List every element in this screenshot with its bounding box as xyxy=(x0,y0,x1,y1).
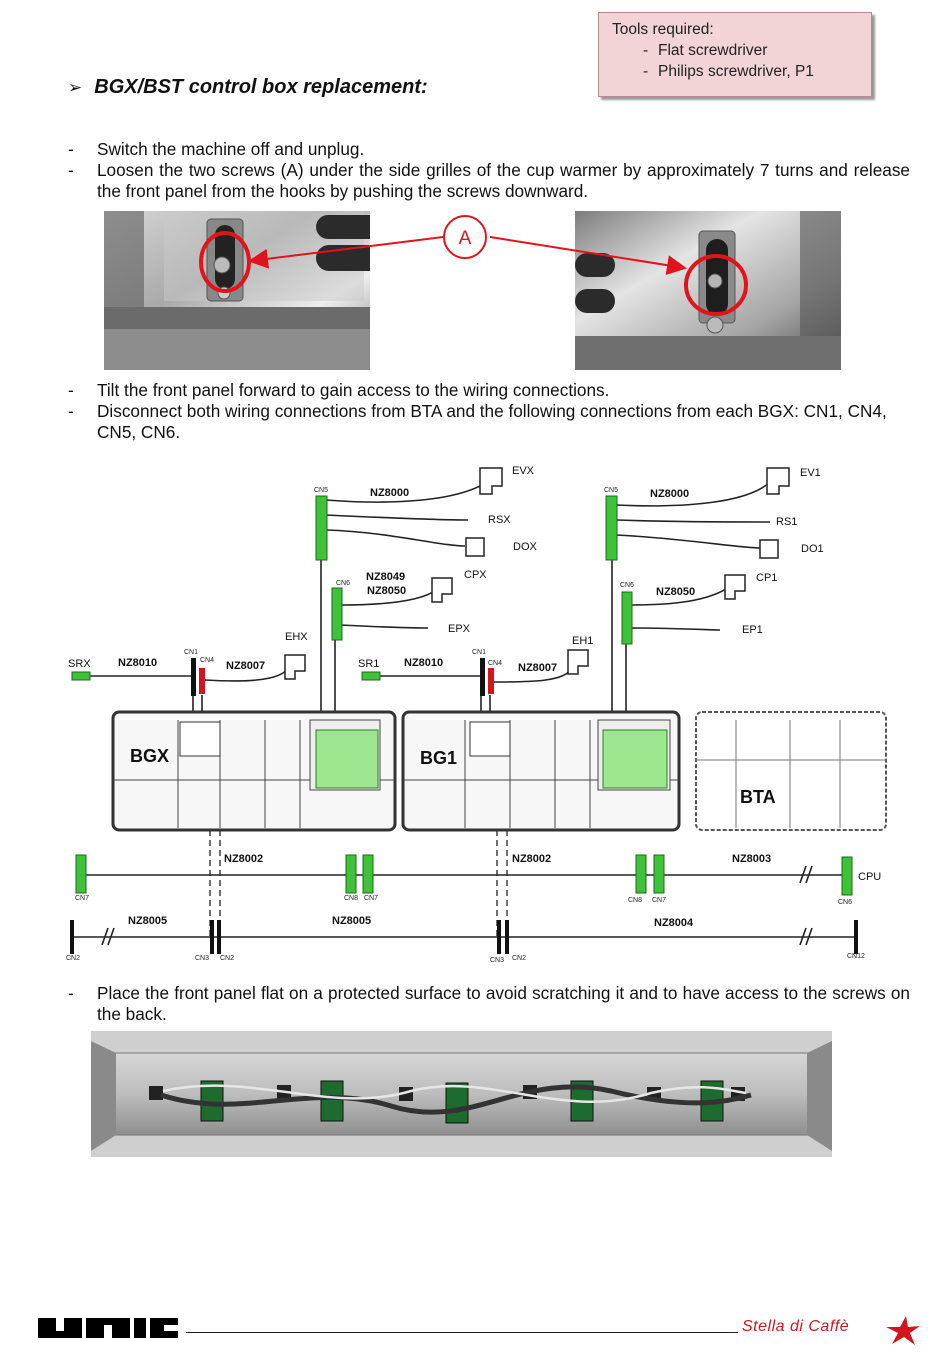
svg-text:CN12: CN12 xyxy=(847,953,865,960)
svg-text:BGX: BGX xyxy=(130,746,169,766)
svg-text:CN7: CN7 xyxy=(364,895,378,902)
section-heading: ➢ BGX/BST control box replacement: xyxy=(68,76,428,99)
steps-group-1: -Switch the machine off and unplug. -Loo… xyxy=(68,139,910,202)
tools-required-box: Tools required: -Flat screwdriver -Phili… xyxy=(598,12,872,97)
svg-text:CN2: CN2 xyxy=(66,955,80,962)
star-icon xyxy=(886,1316,920,1345)
board-bgx: BGX xyxy=(111,710,397,832)
stella-di-caffe-logo: Stella di Caffè xyxy=(742,1318,850,1335)
svg-text:NZ8005: NZ8005 xyxy=(332,915,371,927)
step-item: -Place the front panel flat on a protect… xyxy=(68,983,910,1024)
section-title: BGX/BST control box replacement: xyxy=(94,76,428,98)
svg-text:CPX: CPX xyxy=(464,569,487,581)
svg-text:CN8: CN8 xyxy=(344,895,358,902)
svg-text:CN2: CN2 xyxy=(512,955,526,962)
step-item: -Disconnect both wiring connections from… xyxy=(68,401,887,442)
svg-text:NZ8007: NZ8007 xyxy=(226,660,265,672)
callout-label: A xyxy=(459,228,472,249)
svg-text:CN6: CN6 xyxy=(336,580,350,587)
wiring-diagram: BGX BG1 BTA xyxy=(66,465,887,964)
svg-text:NZ8049: NZ8049 xyxy=(366,571,405,583)
arrow-bullet-icon: ➢ xyxy=(68,77,83,97)
svg-text:CN5: CN5 xyxy=(314,487,328,494)
svg-text:CN7: CN7 xyxy=(652,897,666,904)
svg-text:EP1: EP1 xyxy=(742,624,763,636)
tool-item: -Philips screwdriver, P1 xyxy=(643,62,814,80)
svg-text:SR1: SR1 xyxy=(358,658,379,670)
svg-text:NZ8010: NZ8010 xyxy=(118,657,157,669)
board-bg1: BG1 xyxy=(401,710,681,832)
svg-text:CN2: CN2 xyxy=(220,955,234,962)
step-item: -Loosen the two screws (A) under the sid… xyxy=(68,160,910,201)
svg-text:NZ8007: NZ8007 xyxy=(518,662,557,674)
photo-screw-right xyxy=(575,211,841,370)
svg-text:CN5: CN5 xyxy=(604,487,618,494)
svg-text:CP1: CP1 xyxy=(756,572,777,584)
step-item: -Switch the machine off and unplug. xyxy=(68,139,365,159)
svg-text:CN6: CN6 xyxy=(620,582,634,589)
steps-group-2: -Tilt the front panel forward to gain ac… xyxy=(68,380,910,443)
svg-text:DO1: DO1 xyxy=(801,543,824,555)
svg-text:BTA: BTA xyxy=(740,787,776,807)
svg-text:NZ8010: NZ8010 xyxy=(404,657,443,669)
board-bta: BTA xyxy=(695,711,887,831)
svg-text:NZ8050: NZ8050 xyxy=(367,585,406,597)
svg-text:CN8: CN8 xyxy=(628,897,642,904)
svg-text:NZ8000: NZ8000 xyxy=(650,488,689,500)
svg-text:BG1: BG1 xyxy=(420,748,457,768)
step-item: -Tilt the front panel forward to gain ac… xyxy=(68,380,610,400)
svg-text:NZ8050: NZ8050 xyxy=(656,586,695,598)
svg-text:CN1: CN1 xyxy=(184,649,198,656)
svg-text:CN6: CN6 xyxy=(838,899,852,906)
svg-text:NZ8002: NZ8002 xyxy=(512,853,551,865)
svg-text:SRX: SRX xyxy=(68,658,91,670)
footer-divider xyxy=(186,1332,738,1333)
svg-text:NZ8002: NZ8002 xyxy=(224,853,263,865)
unic-logo xyxy=(38,1318,178,1338)
svg-text:EPX: EPX xyxy=(448,623,471,635)
svg-text:EVX: EVX xyxy=(512,465,535,477)
svg-text:NZ8004: NZ8004 xyxy=(654,917,694,929)
svg-text:NZ8003: NZ8003 xyxy=(732,853,771,865)
svg-text:NZ8000: NZ8000 xyxy=(370,487,409,499)
svg-text:EH1: EH1 xyxy=(572,635,593,647)
svg-text:CN4: CN4 xyxy=(200,657,214,664)
svg-text:CN3: CN3 xyxy=(195,955,209,962)
photo-front-panel-back xyxy=(91,1031,832,1157)
callout-a: A xyxy=(248,215,687,276)
svg-text:CPU: CPU xyxy=(858,871,881,883)
svg-text:DOX: DOX xyxy=(513,541,538,553)
svg-text:EHX: EHX xyxy=(285,631,308,643)
svg-text:RSX: RSX xyxy=(488,514,511,526)
svg-text:NZ8005: NZ8005 xyxy=(128,915,167,927)
svg-text:EV1: EV1 xyxy=(800,467,821,479)
svg-text:CN7: CN7 xyxy=(75,895,89,902)
svg-text:CN3: CN3 xyxy=(490,957,504,964)
svg-text:CN1: CN1 xyxy=(472,649,486,656)
steps-group-3: -Place the front panel flat on a protect… xyxy=(68,983,910,1025)
tool-item: -Flat screwdriver xyxy=(643,41,768,59)
svg-text:RS1: RS1 xyxy=(776,516,797,528)
tools-title: Tools required: xyxy=(612,20,714,38)
svg-text:CN4: CN4 xyxy=(488,660,502,667)
